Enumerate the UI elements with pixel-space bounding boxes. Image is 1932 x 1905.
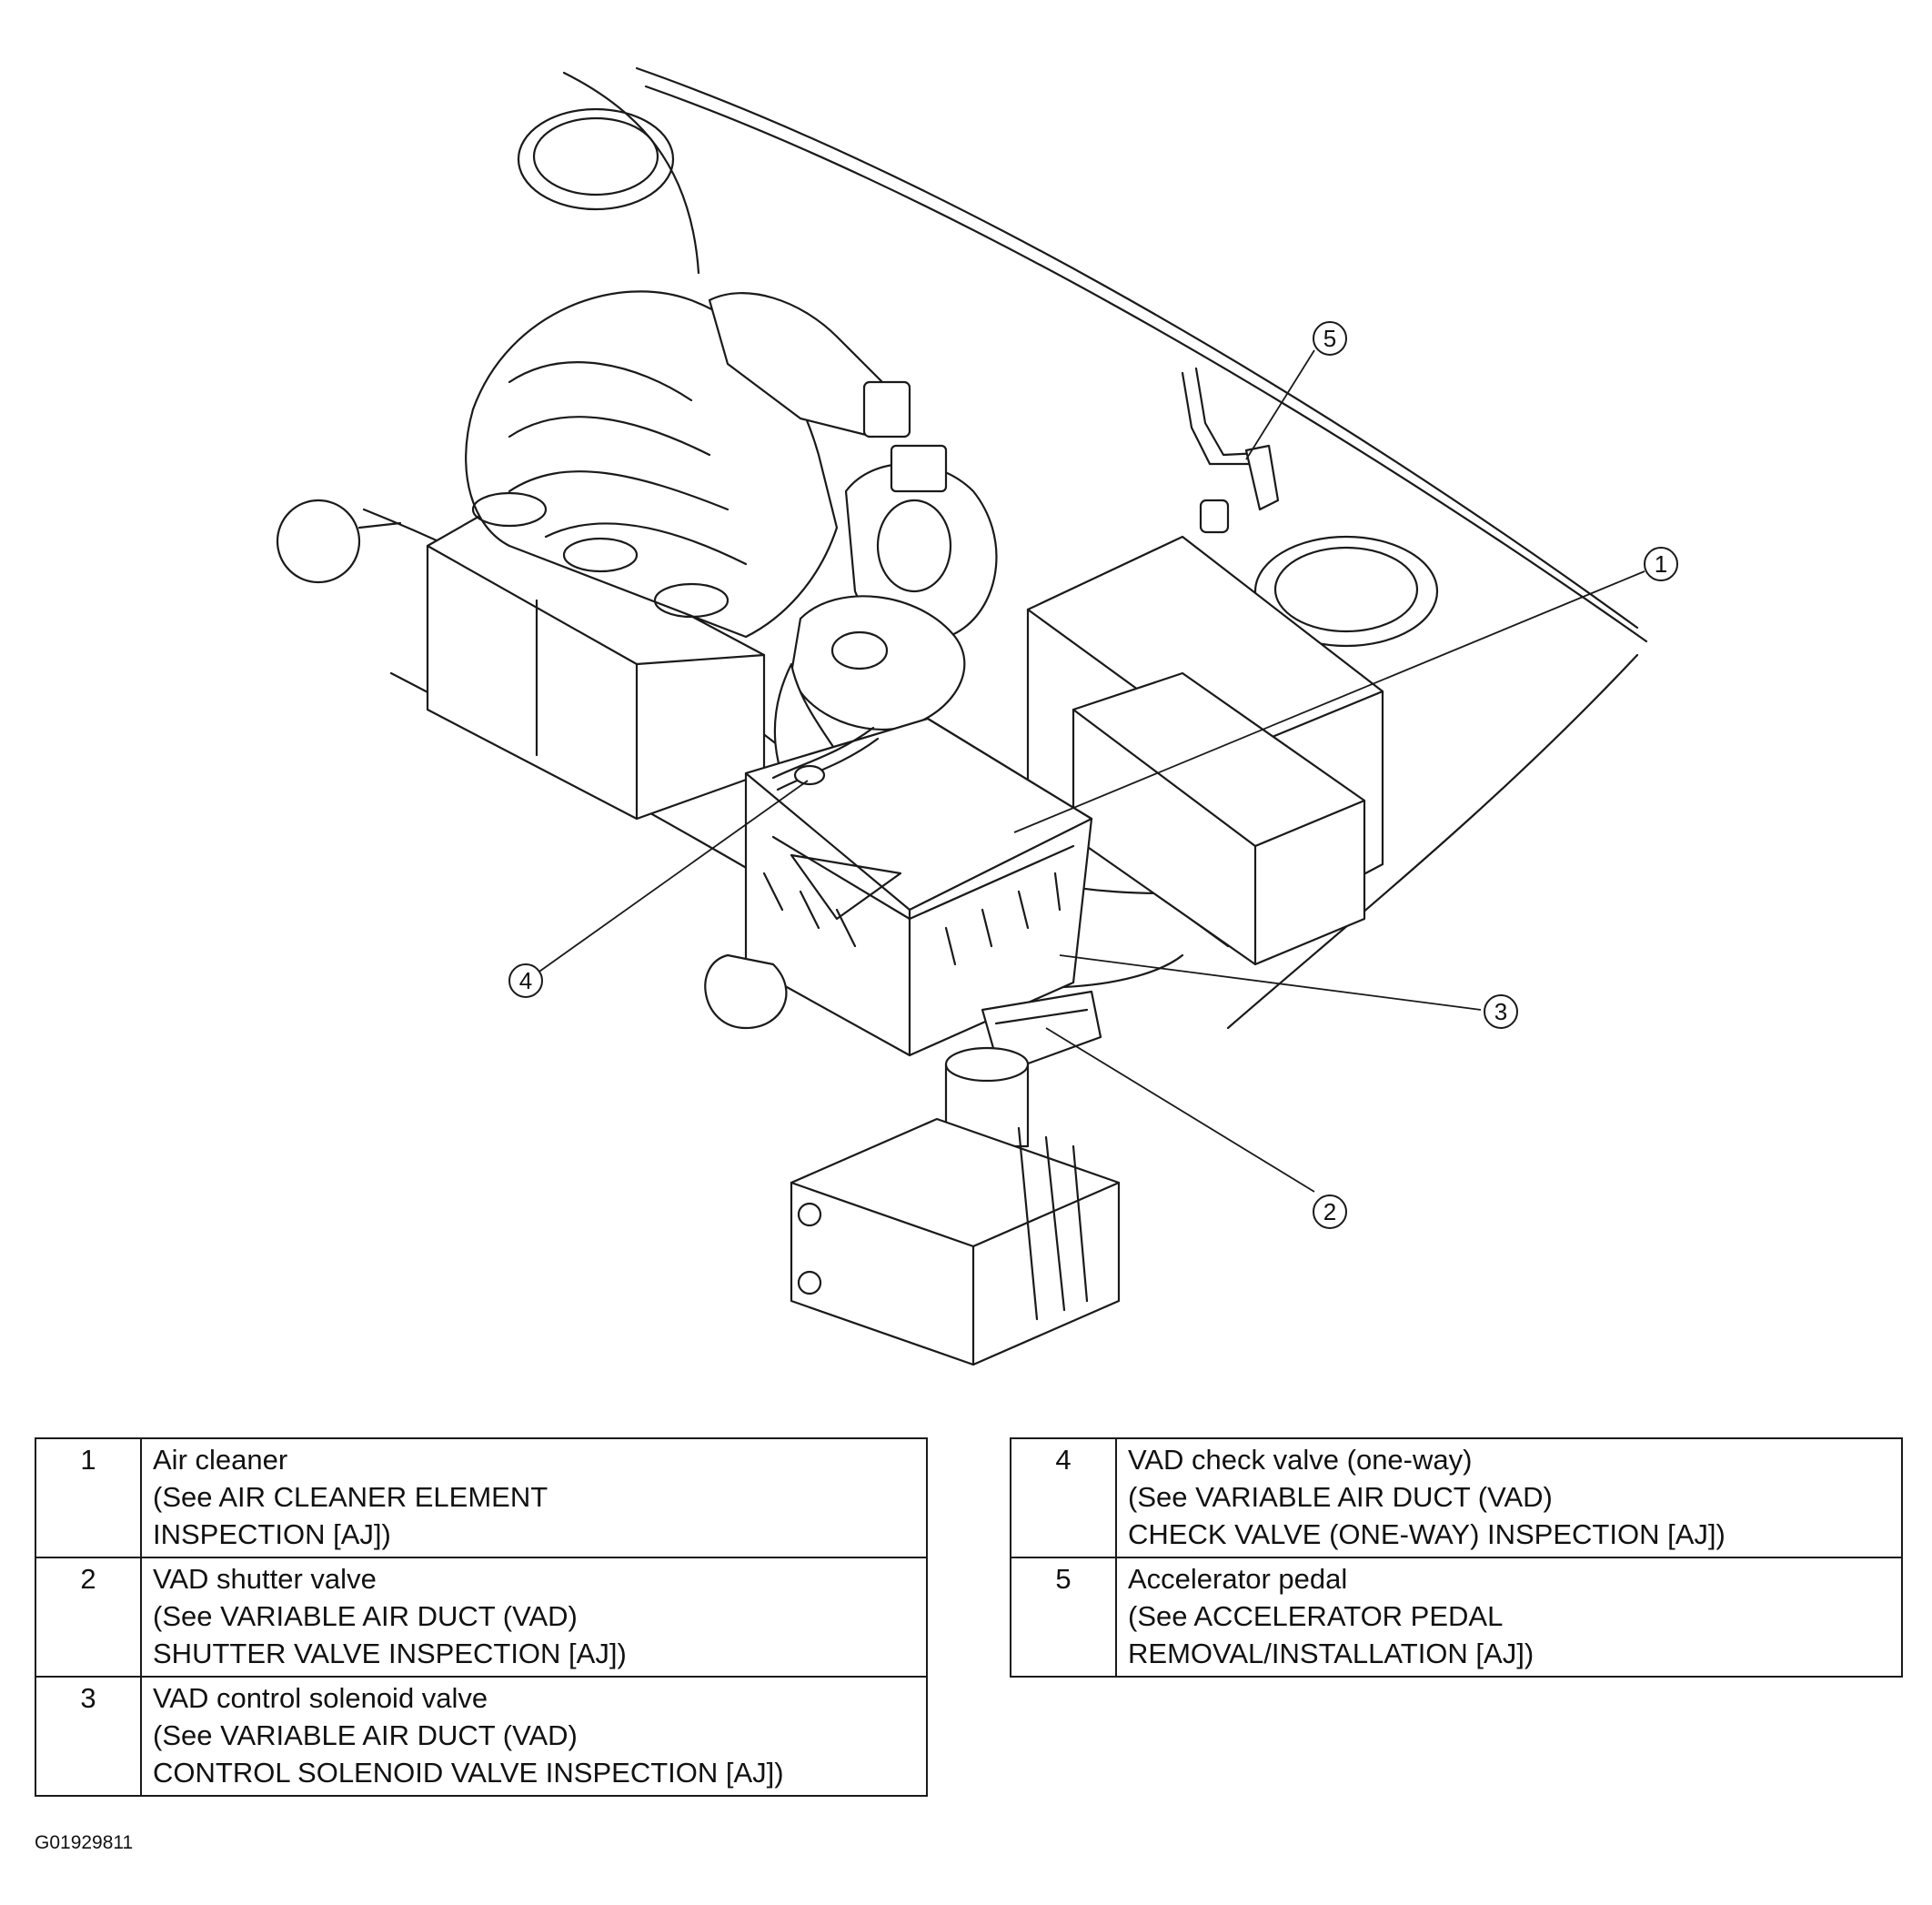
legend-row: 4 VAD check valve (one-way) (See VARIABL… — [1010, 1437, 1903, 1558]
legend-row: 5 Accelerator pedal (See ACCELERATOR PED… — [1010, 1557, 1903, 1678]
legend-description: VAD shutter valve (See VARIABLE AIR DUCT… — [140, 1557, 928, 1678]
intake-manifold — [426, 290, 911, 821]
brake-booster — [276, 499, 402, 584]
legend-description: Air cleaner (See AIR CLEANER ELEMENT INS… — [140, 1437, 928, 1558]
engine-bay-illustration: 1 2 3 4 5 — [276, 66, 1678, 1366]
legend-number: 3 — [35, 1676, 142, 1797]
left-strut-tower — [517, 107, 675, 211]
callout-5: 5 — [1313, 321, 1347, 356]
legend-table-left: 1 Air cleaner (See AIR CLEANER ELEMENT I… — [35, 1437, 928, 1797]
svg-text:4: 4 — [519, 967, 532, 994]
throttle-body — [844, 444, 998, 642]
svg-text:1: 1 — [1655, 550, 1667, 578]
figure-code: G01929811 — [35, 1832, 134, 1853]
callout-1: 1 — [1644, 547, 1678, 581]
legend-row: 3 VAD control solenoid valve (See VARIAB… — [35, 1676, 928, 1797]
legend-description: Accelerator pedal (See ACCELERATOR PEDAL… — [1115, 1557, 1903, 1678]
vacuum-hose — [771, 726, 880, 791]
legend-number: 4 — [1010, 1437, 1117, 1558]
legend-number: 1 — [35, 1437, 142, 1558]
leader-lines — [536, 349, 1645, 1193]
svg-text:3: 3 — [1494, 998, 1507, 1025]
callout-2: 2 — [1313, 1194, 1347, 1229]
legend-row: 2 VAD shutter valve (See VARIABLE AIR DU… — [35, 1557, 928, 1678]
air-cleaner-housing — [704, 717, 1102, 1075]
legend-description: VAD check valve (one-way) (See VARIABLE … — [1115, 1437, 1903, 1558]
legend-number: 2 — [35, 1557, 142, 1678]
svg-text:2: 2 — [1323, 1198, 1336, 1225]
legend-row: 1 Air cleaner (See AIR CLEANER ELEMENT I… — [35, 1437, 928, 1558]
legend-table-right: 4 VAD check valve (one-way) (See VARIABL… — [1010, 1437, 1903, 1678]
legend-description: VAD control solenoid valve (See VARIABLE… — [140, 1676, 928, 1797]
svg-text:5: 5 — [1323, 325, 1336, 352]
callout-4: 4 — [508, 963, 543, 998]
right-strut-tower — [1253, 535, 1439, 648]
accelerator-pedal — [1181, 367, 1280, 511]
legend-number: 5 — [1010, 1557, 1117, 1678]
callout-3: 3 — [1484, 994, 1518, 1029]
air-duct-resonator — [790, 1046, 1121, 1366]
